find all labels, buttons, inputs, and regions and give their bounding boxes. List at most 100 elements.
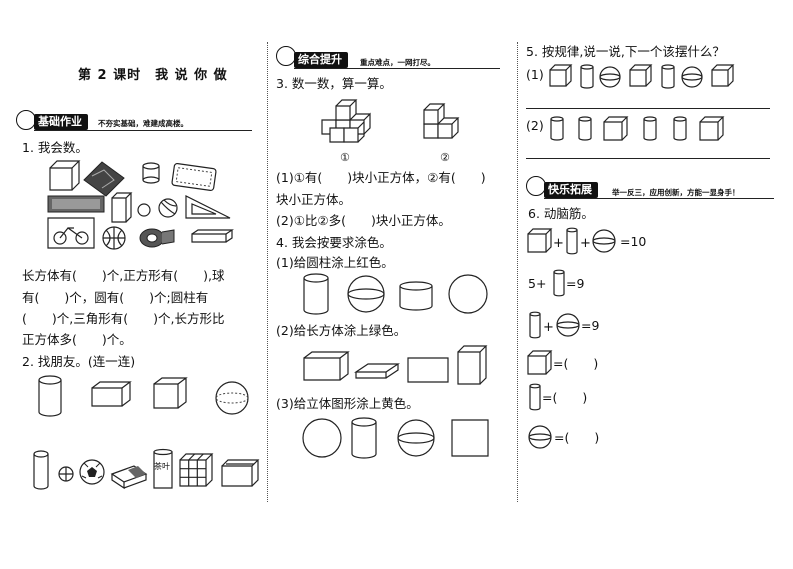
q2-top-shapes xyxy=(30,374,260,420)
q6-eq-4-answer: =( ) xyxy=(553,356,599,371)
cylinder-shape xyxy=(530,384,540,410)
lesson-title: 第 2 课时 我 说 你 做 xyxy=(78,68,228,83)
sphere-shape xyxy=(529,426,551,448)
q1-line-3: ( )个,三角形有( )个,长方形比 xyxy=(22,311,225,326)
section-slogan-fun: 举一反三，应用创新，方能一显身手！ xyxy=(612,188,740,197)
q6-title: 6. 动脑筋。 xyxy=(528,206,594,221)
section-badge-fun: 快乐拓展 xyxy=(544,182,598,198)
small-ball-object xyxy=(59,467,73,481)
q6-eq-5-shapes xyxy=(526,382,546,412)
q1-line-1: 长方体有( )个,正方形有( ),球 xyxy=(22,268,225,283)
cuboid-shape xyxy=(92,382,130,406)
short-cylinder-shape xyxy=(400,282,432,310)
cylinder-shape xyxy=(143,163,159,183)
q4-row-2-shapes xyxy=(302,342,502,388)
q6-eq-2-result: =9 xyxy=(566,276,585,291)
q5-row-1-sequence xyxy=(548,62,748,92)
tall-box-shape xyxy=(112,193,131,222)
cuboid-shape xyxy=(304,352,348,380)
q4-sub-3: (3)给立体图形涂上黄色。 xyxy=(276,396,419,411)
q3-cube-stacks xyxy=(318,94,478,152)
banknote-shape xyxy=(48,196,104,212)
cube-shape xyxy=(528,351,551,374)
tall-cuboid-shape xyxy=(458,346,486,384)
q5-row-2-sequence xyxy=(548,114,748,144)
svg-text:+: + xyxy=(553,236,564,251)
eraser-object xyxy=(112,466,146,488)
cube-shape xyxy=(700,117,723,140)
q4-sub-2: (2)给长方体涂上绿色。 xyxy=(276,323,407,338)
q2-title: 2. 找朋友。(连一连) xyxy=(22,354,136,369)
cylinder-shape xyxy=(352,418,376,458)
q5-row-1-answer-line xyxy=(526,108,770,109)
section-slogan-comprehensive: 重点难点，一网打尽。 xyxy=(360,58,435,67)
q6-eq-1-shapes: + + xyxy=(526,226,636,256)
q6-eq-4-shapes xyxy=(526,348,556,378)
sphere-shape xyxy=(600,67,620,87)
q6-eq-6-shapes xyxy=(526,422,556,452)
q5-row-2-answer-line xyxy=(526,158,770,159)
section-rule-basic xyxy=(34,130,252,131)
q3-figure-2-label: ② xyxy=(440,151,450,164)
cube-shape xyxy=(712,65,733,86)
cylinder-shape xyxy=(39,376,61,416)
section-rule-comprehensive xyxy=(294,68,500,69)
triangle-ruler-shape xyxy=(186,196,230,218)
q6-eq-2-prefix: 5+ xyxy=(528,276,547,291)
tea-can-object xyxy=(154,450,172,489)
cube-stack-2 xyxy=(424,104,458,138)
sphere-shape xyxy=(216,382,248,414)
q1-shapes-figure xyxy=(40,158,240,258)
q4-title: 4. 我会按要求涂色。 xyxy=(276,235,392,250)
q6-eq-3-shapes: + xyxy=(526,310,596,340)
cylinder-shape xyxy=(551,117,563,140)
section-slogan-basic: 不夯实基础，难建成高楼。 xyxy=(98,119,188,128)
q1-line-2: 有( )个，圆有( )个;圆柱有 xyxy=(22,290,209,305)
q4-row-1-shapes xyxy=(300,272,500,318)
bicycle-sign-shape xyxy=(48,218,94,248)
ball-shape xyxy=(159,199,177,217)
circle-shape xyxy=(449,275,487,313)
can-object xyxy=(34,451,48,489)
q3-line-3: (2)①比②多( )块小正方体。 xyxy=(276,213,451,228)
column-separator-1 xyxy=(267,42,268,502)
sphere-shape xyxy=(593,230,615,252)
cube-shape xyxy=(604,117,627,140)
q2-bottom-objects xyxy=(28,448,260,494)
sphere-shape xyxy=(682,67,702,87)
square-shape xyxy=(452,420,488,456)
sphere-shape xyxy=(348,276,384,312)
q4-sub-1: (1)给圆柱涂上红色。 xyxy=(276,255,394,270)
small-ball-shape xyxy=(138,204,150,216)
q5-title: 5. 按规律,说一说,下一个该摆什么？ xyxy=(526,44,725,59)
cube-stack-1 xyxy=(322,100,370,142)
cylinder-shape xyxy=(644,117,656,140)
cube-shape xyxy=(630,65,651,86)
q5-row-1-label: (1) xyxy=(526,67,544,82)
cube-shape xyxy=(550,65,571,86)
q3-title: 3. 数一数，算一算。 xyxy=(276,76,392,91)
q6-eq-6-answer: =( ) xyxy=(554,430,600,445)
q1-title: 1. 我会数。 xyxy=(22,140,88,155)
section-rule-fun xyxy=(544,198,774,199)
q3-line-2: 块小正方体。 xyxy=(276,192,352,207)
tea-can-label: 茶叶 xyxy=(154,462,170,471)
q6-eq-5-answer: =( ) xyxy=(542,390,588,405)
sphere-shape xyxy=(557,314,579,336)
column-separator-2 xyxy=(517,42,518,502)
cylinder-shape xyxy=(554,270,564,296)
q6-eq-1-result: =10 xyxy=(620,234,647,249)
svg-text:+: + xyxy=(580,236,591,251)
q6-eq-2-shapes xyxy=(550,268,570,298)
q5-row-2-label: (2) xyxy=(526,118,544,133)
cube-shape xyxy=(528,229,551,252)
cylinder-shape xyxy=(674,117,686,140)
basketball-shape xyxy=(103,227,125,249)
tape-roll-shape xyxy=(140,229,174,247)
q1-line-4: 正方体多( )个。 xyxy=(22,332,132,347)
mascot-icon xyxy=(276,46,296,66)
flat-box-shape xyxy=(192,230,232,242)
mascot-icon xyxy=(526,176,546,196)
circle-shape xyxy=(303,419,341,457)
sphere-shape xyxy=(398,420,434,456)
